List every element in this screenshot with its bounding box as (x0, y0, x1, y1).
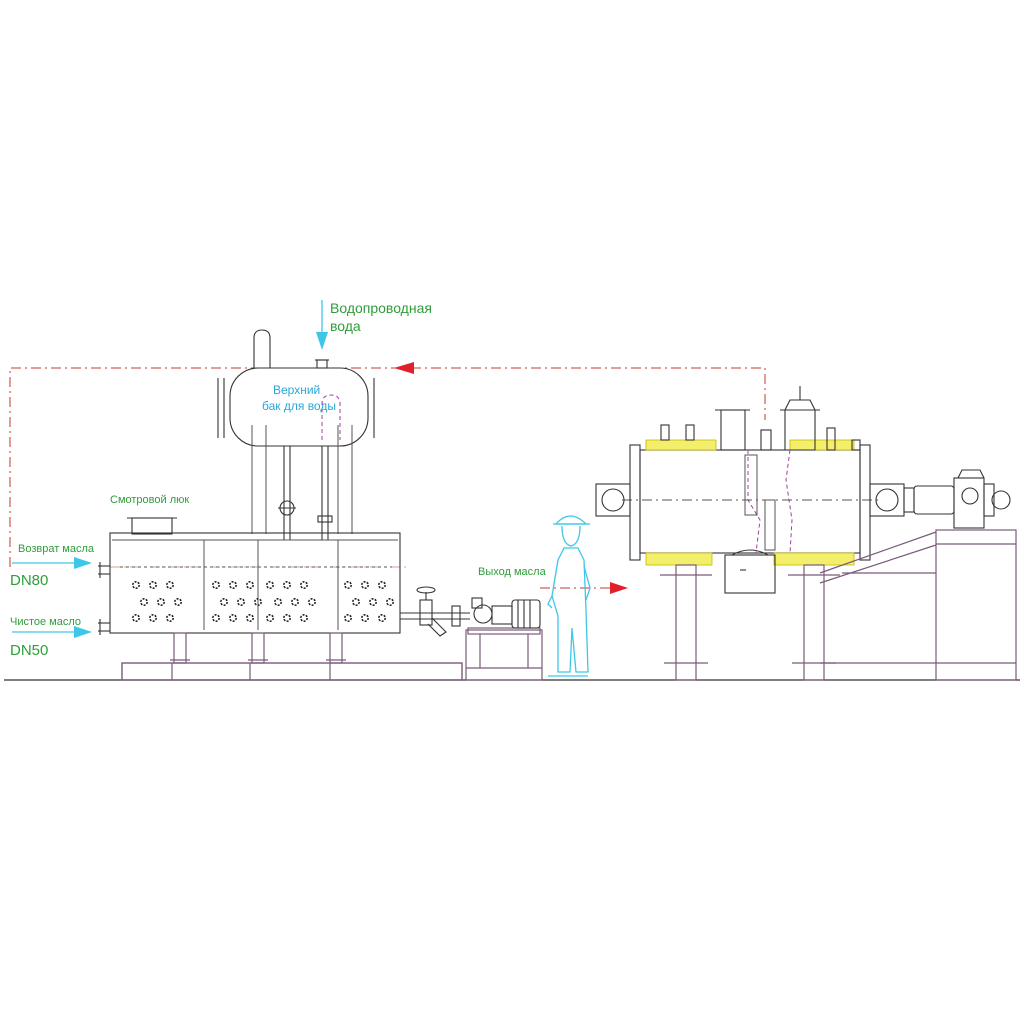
heating-elements (132, 580, 394, 622)
heating-element (229, 580, 238, 589)
heating-element (140, 597, 149, 606)
dryer-supports (660, 564, 840, 681)
oil-outlet-arrow (610, 582, 628, 594)
dn80-label: DN80 (10, 572, 48, 589)
upper-tank-label-2: бак для воды (262, 399, 336, 413)
heating-element (282, 580, 291, 589)
heating-element (273, 597, 282, 606)
water-supply-arrow (316, 300, 328, 350)
heating-element (132, 580, 141, 589)
heating-element (360, 580, 369, 589)
upper-tank-label: Верхний (273, 383, 320, 397)
heating-element (229, 613, 238, 622)
clean-oil-label: Чистое масло (10, 616, 81, 628)
heating-element (299, 580, 308, 589)
heating-element (132, 613, 141, 622)
heating-element (157, 597, 166, 606)
heating-element (385, 597, 394, 606)
drive-unit (819, 469, 1017, 681)
heating-element (307, 597, 316, 606)
heating-element (299, 613, 308, 622)
heating-element (282, 613, 291, 622)
heating-element (220, 597, 229, 606)
upper-water-tank (217, 329, 375, 447)
heating-element (149, 580, 158, 589)
oil-pump (465, 597, 543, 681)
heating-element (265, 580, 274, 589)
heating-element (246, 580, 255, 589)
dryer-vessel (595, 386, 905, 594)
heating-element (149, 613, 158, 622)
heating-element (368, 597, 377, 606)
heating-element (237, 597, 246, 606)
heating-element (246, 613, 255, 622)
heating-element (351, 597, 360, 606)
tank-supports (251, 425, 353, 540)
heating-element (343, 580, 352, 589)
worker-in-hardhat-icon (547, 515, 591, 677)
heating-element (360, 613, 369, 622)
dn50-label: DN50 (10, 642, 48, 659)
water-supply-label: Водопроводная (330, 300, 432, 316)
heater-tank (98, 517, 470, 635)
heating-element (377, 613, 386, 622)
heater-legs (121, 632, 463, 681)
heating-element (290, 597, 299, 606)
outlet-valve (416, 586, 461, 637)
heating-element (212, 613, 221, 622)
oil-return-label: Возврат масла (18, 543, 95, 555)
oil-outlet-label: Выход масла (478, 566, 547, 578)
heating-element (377, 580, 386, 589)
water-supply-label-2: вода (330, 318, 361, 334)
oil-return-inlet-arrow (12, 557, 92, 569)
clean-oil-inlet-arrow (12, 626, 92, 638)
heating-element (265, 613, 274, 622)
heating-element (166, 613, 175, 622)
heating-element (212, 580, 221, 589)
heating-element (166, 580, 175, 589)
heating-element (174, 597, 183, 606)
heating-element (254, 597, 263, 606)
heating-element (343, 613, 352, 622)
circulation-arrow (394, 362, 414, 374)
inspection-hatch-label: Смотровой люк (110, 494, 189, 506)
